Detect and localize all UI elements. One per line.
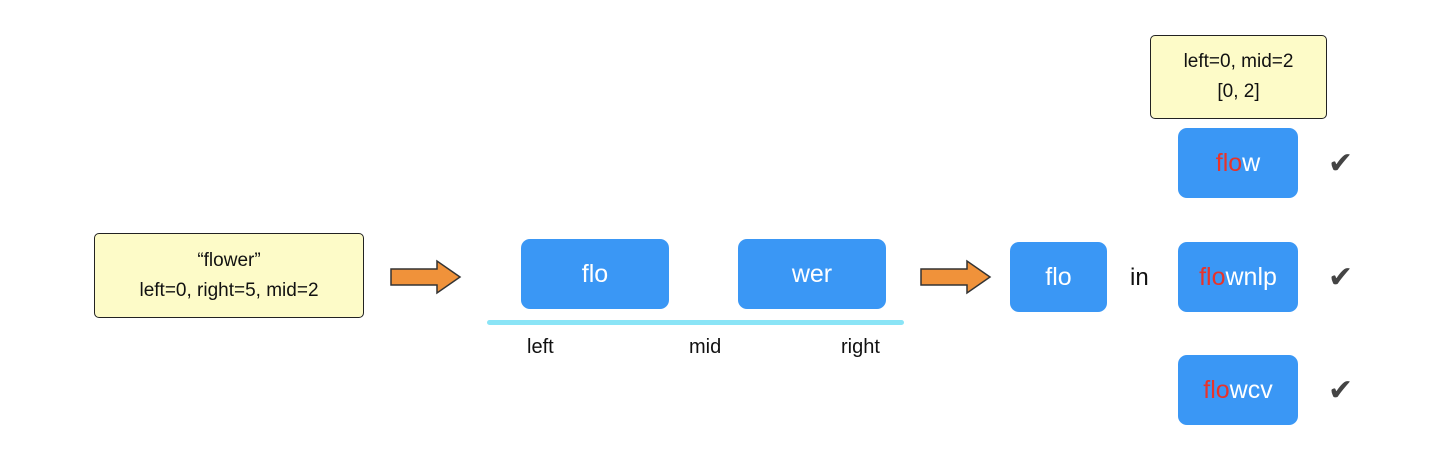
checkmark-icon: ✔ [1328,147,1354,180]
candidate-rest: wcv [1229,375,1273,404]
axis-mid-label: mid [689,336,722,358]
prefix-tile: flo [1010,242,1107,312]
axis-right-label: right [841,336,880,358]
index-axis-bar [487,320,904,325]
input-note: “flower” left=0, right=5, mid=2 [94,233,364,318]
arrow-right-icon [920,259,992,295]
result-note: left=0, mid=2 [0, 2] [1150,35,1327,119]
checkmark-icon: ✔ [1328,261,1354,294]
in-label: in [1130,264,1149,291]
axis-left-label: left [527,336,554,358]
left-half-label: flo [581,259,609,288]
arrow-right-icon [390,259,462,295]
candidate-match: flo [1203,375,1230,404]
left-half-tile: flo [521,239,669,309]
right-half-tile: wer [738,239,886,309]
candidate-match: flo [1199,262,1226,291]
candidate-rest: w [1242,148,1261,177]
checkmark-icon: ✔ [1328,374,1354,407]
input-indices: left=0, right=5, mid=2 [139,279,319,301]
result-indices: left=0, mid=2 [1183,51,1294,72]
candidate-rest: wnlp [1225,262,1277,291]
right-half-label: wer [791,259,833,288]
prefix-label: flo [1045,262,1072,291]
input-word: “flower” [197,249,261,271]
result-range: [0, 2] [1217,81,1260,102]
candidate-match: flo [1215,148,1243,177]
